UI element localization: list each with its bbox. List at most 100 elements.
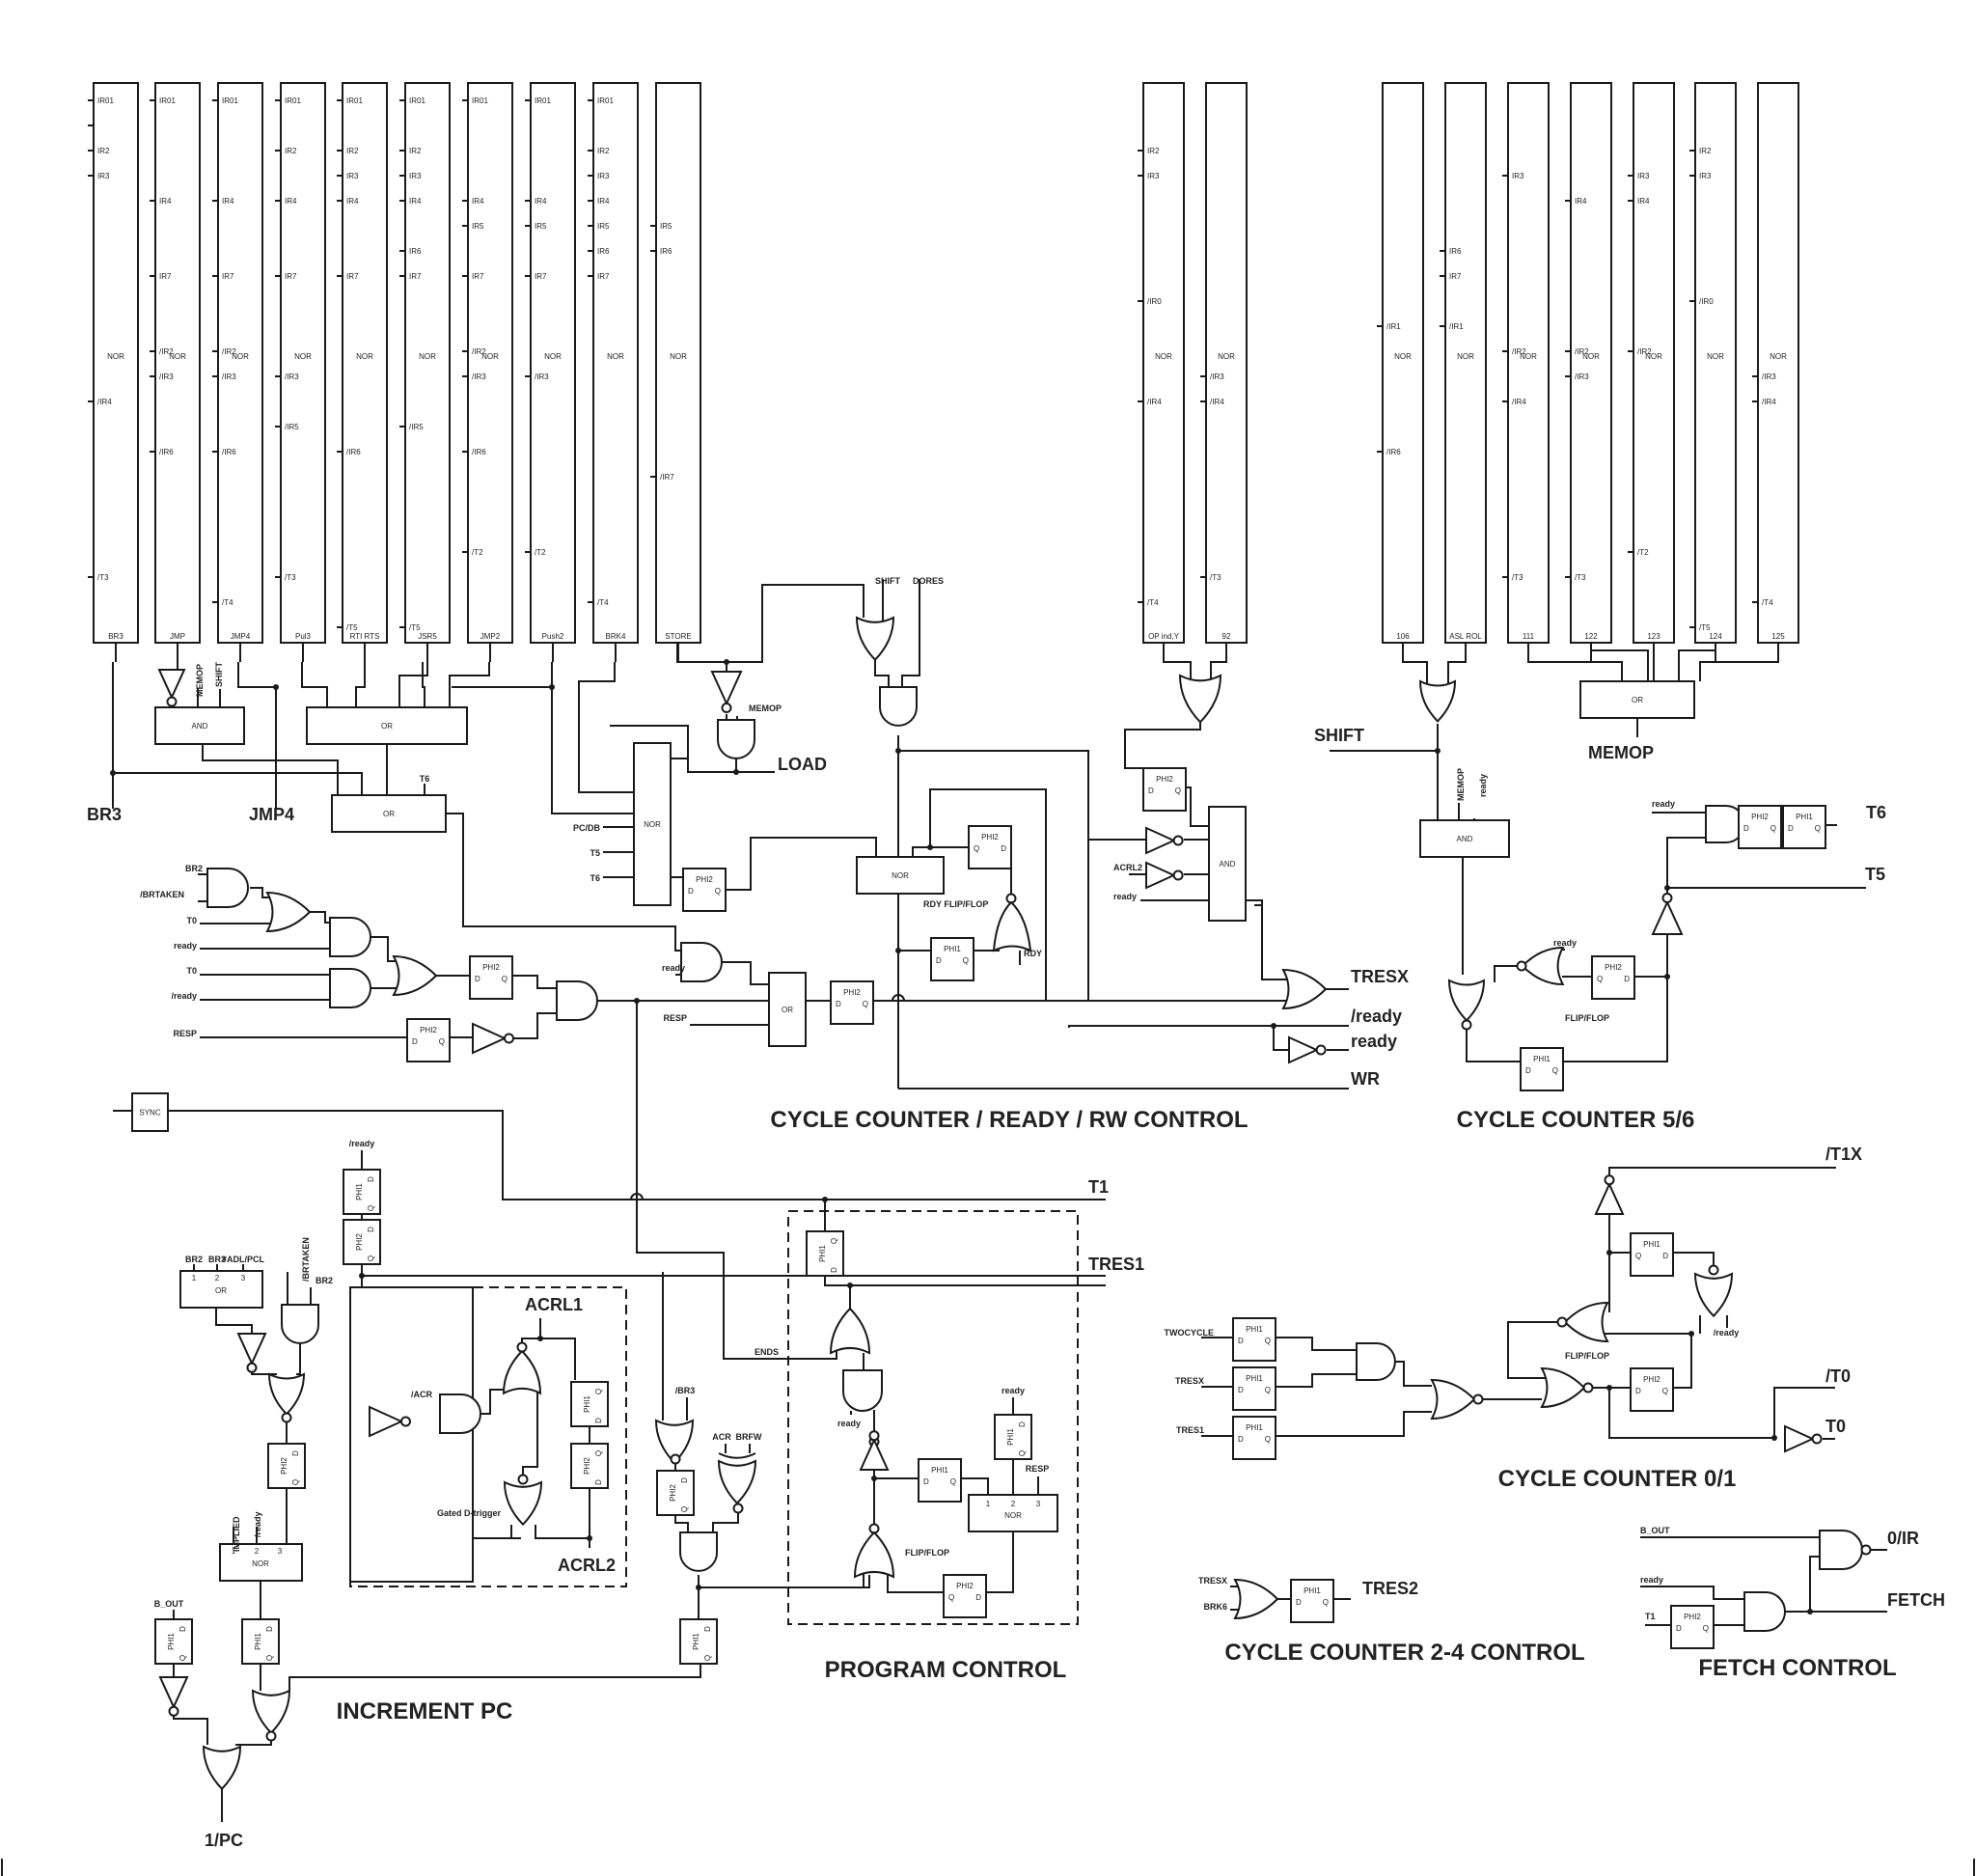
- cc01-nor-gate-1: [1430, 1378, 1476, 1421]
- decoder-input-label: IR4: [1575, 197, 1587, 206]
- flipflop-label-cc56: FLIP/FLOP: [1565, 1013, 1609, 1023]
- wire: [173, 1711, 208, 1745]
- decoder-input-label: IR01: [535, 97, 551, 105]
- left-decoder-2: [217, 82, 263, 644]
- decoder-input-label: /IR4: [1210, 398, 1224, 406]
- decoder-input-label: IR2: [597, 147, 610, 155]
- inversion-bubble: [1461, 1019, 1472, 1031]
- decoder-input-label: /T2: [535, 548, 546, 557]
- decoder-input-label: IR4: [159, 197, 172, 206]
- pin-3: 3: [278, 1547, 283, 1556]
- or-branch: [265, 891, 312, 933]
- signal-tresx-in: TRESX: [1175, 1376, 1204, 1386]
- latch-clock-label: PHI2: [420, 1026, 437, 1035]
- latch-pin: D: [1788, 824, 1794, 833]
- latch-clock-label: PHI1: [931, 1466, 948, 1475]
- decoder-output-label: BR3: [108, 632, 124, 641]
- wire: [355, 662, 366, 707]
- signal-br2: BR2: [316, 1276, 333, 1285]
- signal-nready-out: /ready: [1351, 1007, 1402, 1026]
- latch-pin: D: [178, 1626, 187, 1632]
- title-program-control: PROGRAM CONTROL: [825, 1657, 1067, 1683]
- inversion-bubble: [1172, 835, 1184, 846]
- fetch-nand-gate: [1819, 1530, 1863, 1570]
- latch-pin: D: [1635, 1387, 1641, 1395]
- decoder-output-label: 111: [1523, 632, 1535, 641]
- decoder-input-label: /IR2: [472, 347, 486, 356]
- latch-phi2-opindy: [1142, 767, 1187, 812]
- latch-pin: D: [367, 1227, 375, 1232]
- latch-pin: D: [1148, 786, 1154, 795]
- signal-t6: T6: [420, 774, 430, 784]
- wire: [250, 887, 271, 898]
- latch-phi1-bout: [154, 1618, 193, 1665]
- cc24-or-gate: [1233, 1578, 1279, 1620]
- inversion-bubble: [265, 1730, 277, 1742]
- latch-clock-label: PHI1: [1246, 1423, 1263, 1432]
- latch-pin: Q: [680, 1506, 689, 1512]
- latch-clock-label: PHI2: [1643, 1375, 1660, 1384]
- flipflop-label-pc: FLIP/FLOP: [905, 1548, 949, 1558]
- decoder-input-label: /IR7: [660, 473, 674, 482]
- wire: [986, 1531, 1014, 1593]
- latch-pin: Q: [1265, 1337, 1271, 1345]
- or-block-1-label: OR: [381, 722, 393, 731]
- decoder-input-label: IR3: [1512, 172, 1524, 180]
- latch-clock-label: PHI2: [280, 1457, 288, 1475]
- signal-t5: T5: [590, 848, 600, 858]
- decoder-output-label: 124: [1709, 632, 1722, 641]
- decoder-input-label: IR6: [1449, 247, 1462, 256]
- decoder-input-label: /T2: [472, 548, 483, 557]
- wire: [726, 837, 877, 891]
- signal-adlpcl: #ADL/PCL: [222, 1255, 265, 1264]
- wire: [1563, 917, 1668, 1062]
- decoder-nor-label: NOR: [1520, 352, 1537, 361]
- signal-br3-in: BR3: [208, 1255, 226, 1264]
- inversion-bubble: [516, 1341, 528, 1353]
- left-decoder-3: [280, 82, 326, 644]
- latch-pin: Q: [291, 1479, 300, 1485]
- decoder-nor-label: NOR: [232, 352, 249, 361]
- left-decoder-5: [404, 82, 451, 644]
- signal-acrl2: ACRL2: [1113, 863, 1142, 872]
- decoder-input-label: /T2: [1637, 548, 1649, 557]
- latch-pin: D: [594, 1418, 603, 1423]
- latch-pin: D: [1296, 1598, 1302, 1607]
- decoder-input-label: /IR2: [1512, 347, 1526, 356]
- latch-pin: D: [594, 1479, 603, 1485]
- decoder-input-label: IR01: [159, 97, 176, 105]
- latch-phi2-inc-b: [267, 1443, 306, 1489]
- inversion-bubble: [1472, 1393, 1484, 1405]
- latch-pin: D: [688, 887, 694, 896]
- latch-pin: Q: [1323, 1598, 1329, 1607]
- latch-phi2-fetch: [1670, 1605, 1715, 1649]
- decoder-nor-label: NOR: [1645, 352, 1662, 361]
- left-decoder-1: [154, 82, 201, 644]
- pin-1: 1: [192, 1274, 197, 1283]
- gated-dtrigger-label: Gated D-trigger: [437, 1508, 502, 1518]
- decoder-input-label: /T5: [1699, 623, 1711, 632]
- latch-phi1-cc56: [1520, 1047, 1564, 1091]
- latch-pin: D: [1624, 975, 1630, 983]
- signal-tresx-cc24: TRESX: [1198, 1576, 1227, 1586]
- decoder-input-label: /IR5: [285, 423, 299, 431]
- signal-br2: BR2: [185, 864, 203, 873]
- decoder-input-label: /IR2: [1637, 347, 1652, 356]
- decoder-output-label: STORE: [665, 632, 691, 641]
- signal-t1: T1: [1088, 1177, 1109, 1197]
- decoder-input-label: IR01: [597, 97, 614, 105]
- decoder-input-label: /T3: [285, 573, 296, 582]
- decoder-output-label: OP ind,Y: [1148, 632, 1180, 641]
- inversion-bubble: [1516, 960, 1527, 972]
- latch-phi1-pc2: [918, 1458, 962, 1503]
- and-branch-3: [329, 968, 371, 1008]
- decoder-input-label: IR7: [222, 272, 234, 281]
- latch-pin: Q: [1265, 1435, 1271, 1444]
- cc56-nor-gate: [1447, 979, 1486, 1022]
- decoder-input-label: IR7: [1449, 272, 1462, 281]
- wire: [1447, 643, 1467, 691]
- decoder-input-label: IR4: [346, 197, 359, 206]
- wire: [578, 662, 634, 793]
- latch-pin: D: [936, 956, 942, 965]
- load-and-gate: [717, 719, 755, 759]
